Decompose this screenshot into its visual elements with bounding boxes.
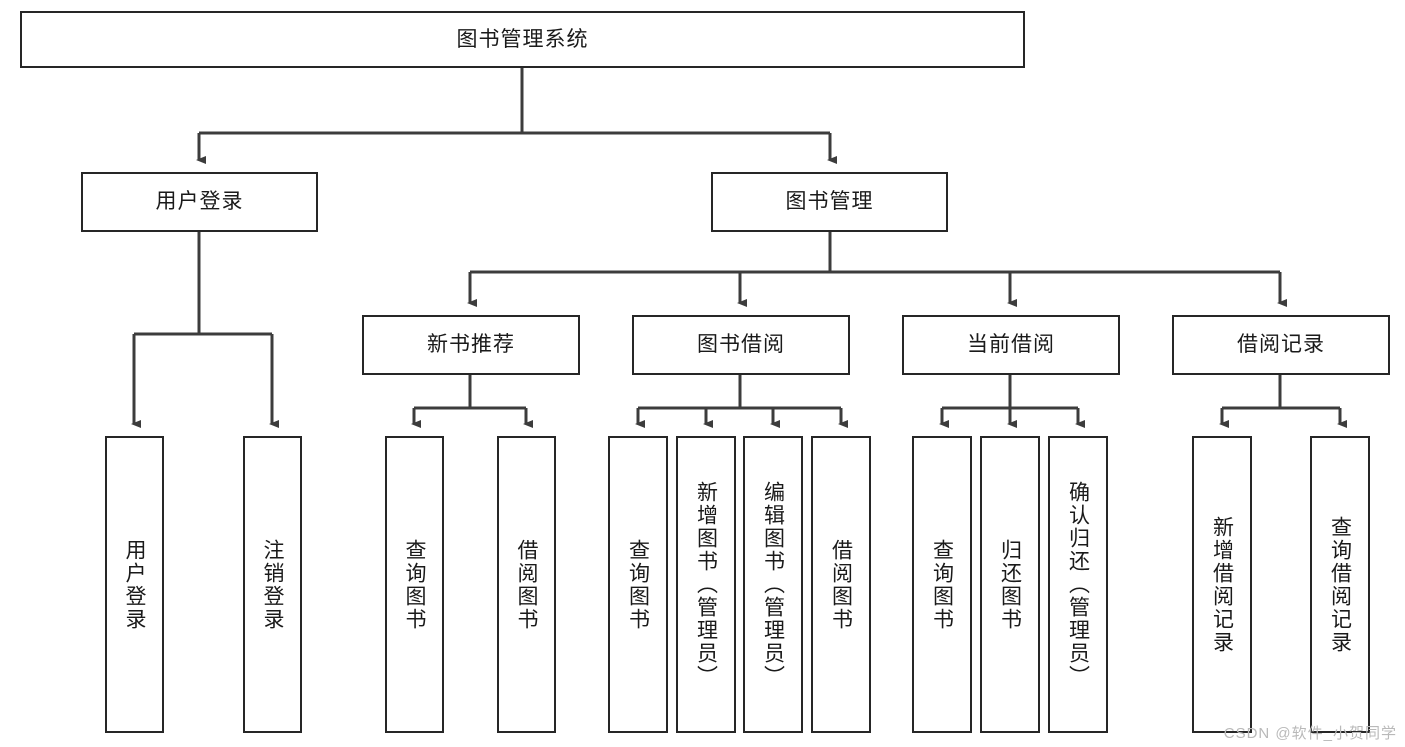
node-label: 注销登录 (261, 538, 285, 631)
leaf-confirm-return-admin[interactable]: 确认归还（管理员） (1048, 436, 1108, 733)
leaf-logout[interactable]: 注销登录 (243, 436, 302, 733)
node-book-management[interactable]: 图书管理 (711, 172, 948, 232)
node-label: 查询图书 (626, 538, 650, 631)
node-label: 新增借阅记录 (1210, 515, 1234, 654)
node-current-borrow[interactable]: 当前借阅 (902, 315, 1120, 375)
node-root[interactable]: 图书管理系统 (20, 11, 1025, 68)
leaf-query-book-borrow[interactable]: 查询图书 (608, 436, 668, 733)
node-new-book-recommend[interactable]: 新书推荐 (362, 315, 580, 375)
node-label: 归还图书 (998, 538, 1022, 631)
leaf-borrow-book-newbook[interactable]: 借阅图书 (497, 436, 556, 733)
leaf-user-login[interactable]: 用户登录 (105, 436, 164, 733)
node-label: 确认归还（管理员） (1066, 481, 1090, 688)
leaf-edit-book-admin[interactable]: 编辑图书（管理员） (743, 436, 803, 733)
node-label: 当前借阅 (967, 333, 1055, 357)
leaf-add-book-admin[interactable]: 新增图书（管理员） (676, 436, 736, 733)
node-user-login[interactable]: 用户登录 (81, 172, 318, 232)
node-label: 图书管理系统 (456, 27, 589, 51)
node-label: 借阅图书 (515, 538, 539, 631)
node-book-borrow[interactable]: 图书借阅 (632, 315, 850, 375)
node-label: 用户登录 (155, 190, 244, 214)
node-label: 查询借阅记录 (1328, 515, 1352, 654)
node-borrow-record[interactable]: 借阅记录 (1172, 315, 1390, 375)
csdn-watermark: CSDN @软件_小贺同学 (1223, 725, 1397, 742)
node-label: 借阅记录 (1237, 333, 1325, 357)
node-label: 图书管理 (785, 190, 874, 214)
node-label: 查询图书 (403, 538, 427, 631)
leaf-query-book-current[interactable]: 查询图书 (912, 436, 972, 733)
leaf-query-book-newbook[interactable]: 查询图书 (385, 436, 444, 733)
node-label: 新书推荐 (427, 333, 515, 357)
node-label: 借阅图书 (829, 538, 853, 631)
leaf-add-borrow-record[interactable]: 新增借阅记录 (1192, 436, 1252, 733)
leaf-return-book[interactable]: 归还图书 (980, 436, 1040, 733)
node-label: 编辑图书（管理员） (761, 481, 785, 688)
node-label: 图书借阅 (697, 333, 785, 357)
leaf-query-borrow-record[interactable]: 查询借阅记录 (1310, 436, 1370, 733)
node-label: 新增图书（管理员） (694, 481, 718, 688)
leaf-borrow-book[interactable]: 借阅图书 (811, 436, 871, 733)
node-label: 用户登录 (123, 538, 147, 631)
node-label: 查询图书 (930, 538, 954, 631)
